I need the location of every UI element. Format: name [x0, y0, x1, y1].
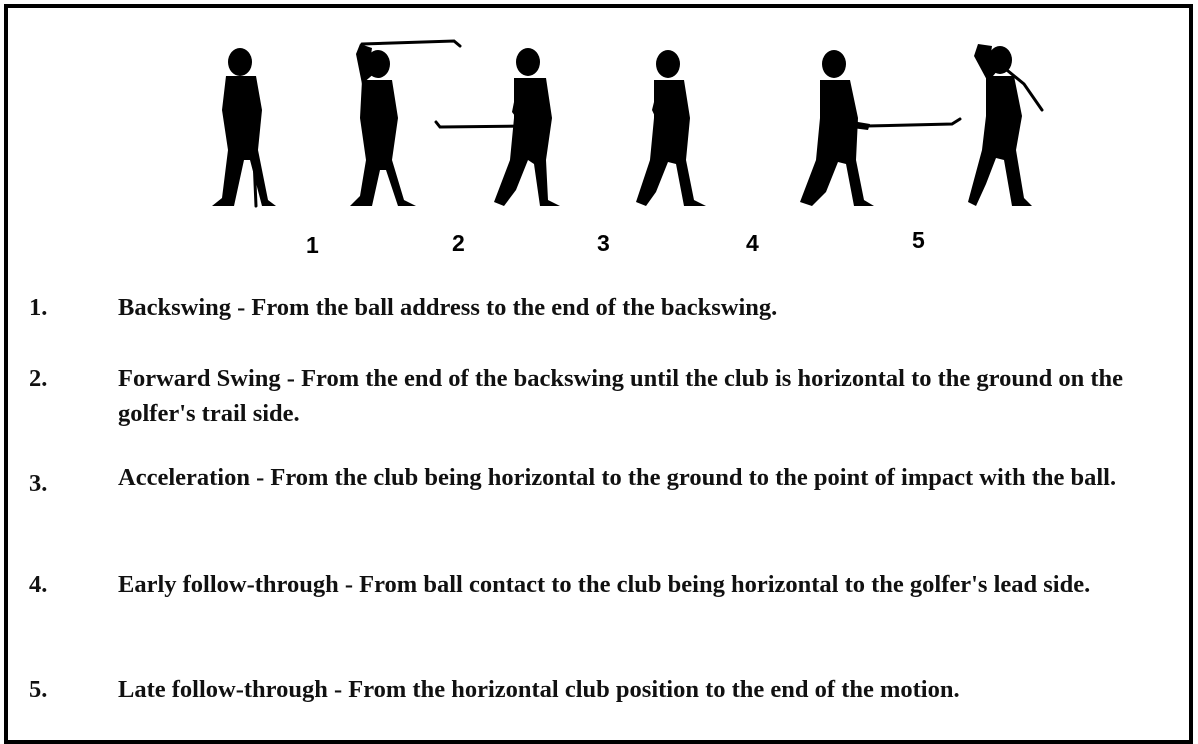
club-early-follow-through: [866, 119, 960, 126]
phase-number-5: 5: [912, 229, 925, 252]
phase-number-1: 1: [306, 234, 319, 257]
golfer-silhouette-address: [212, 48, 276, 206]
step-number: 1.: [29, 290, 47, 325]
club-forward-swing: [436, 122, 526, 127]
step-description: Acceleration - From the club being horiz…: [118, 460, 1186, 495]
golfer-silhouette-late-follow-through: [968, 44, 1032, 206]
step-description: Late follow-through - From the horizonta…: [118, 672, 1186, 707]
golfer-silhouette-top-of-backswing: [350, 44, 416, 206]
golf-swing-silhouettes: [0, 0, 1198, 260]
phase-number-4: 4: [746, 232, 759, 255]
step-number: 4.: [29, 567, 47, 602]
club-top-of-backswing: [362, 41, 460, 46]
phase-number-3: 3: [597, 232, 610, 255]
golfer-silhouette-acceleration: [636, 50, 706, 206]
step-description: Forward Swing - From the end of the back…: [118, 361, 1186, 431]
step-description: Early follow-through - From ball contact…: [118, 567, 1186, 602]
step-number: 2.: [29, 361, 47, 396]
step-number: 5.: [29, 672, 47, 707]
golfer-silhouette-early-follow-through: [800, 50, 874, 206]
phase-number-2: 2: [452, 232, 465, 255]
step-number: 3.: [29, 466, 47, 501]
step-description: Backswing - From the ball address to the…: [118, 290, 1186, 325]
